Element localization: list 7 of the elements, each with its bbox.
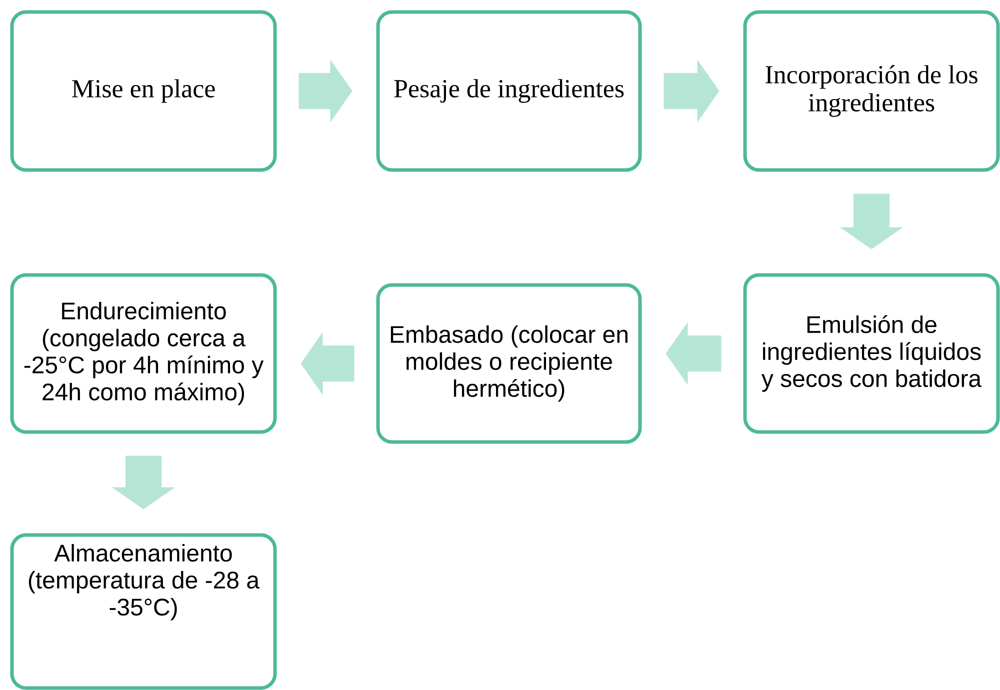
process-box: Incorporación de los ingredientes: [743, 10, 1000, 172]
process-box: Embasado (colocar en moldes o recipiente hermético): [376, 283, 642, 444]
process-box: Emulsión de ingredientes líquidos y secos con batidora: [743, 273, 1000, 434]
process-box: Almacenamiento (temperatura de -28 a -35°C): [10, 533, 277, 690]
process-box: Pesaje de ingredientes: [376, 10, 642, 172]
process-box: Mise en place: [10, 10, 277, 172]
process-box: Endurecimiento (congelado cerca a -25°C por 4h mínimo y 24h como máximo): [10, 273, 277, 434]
